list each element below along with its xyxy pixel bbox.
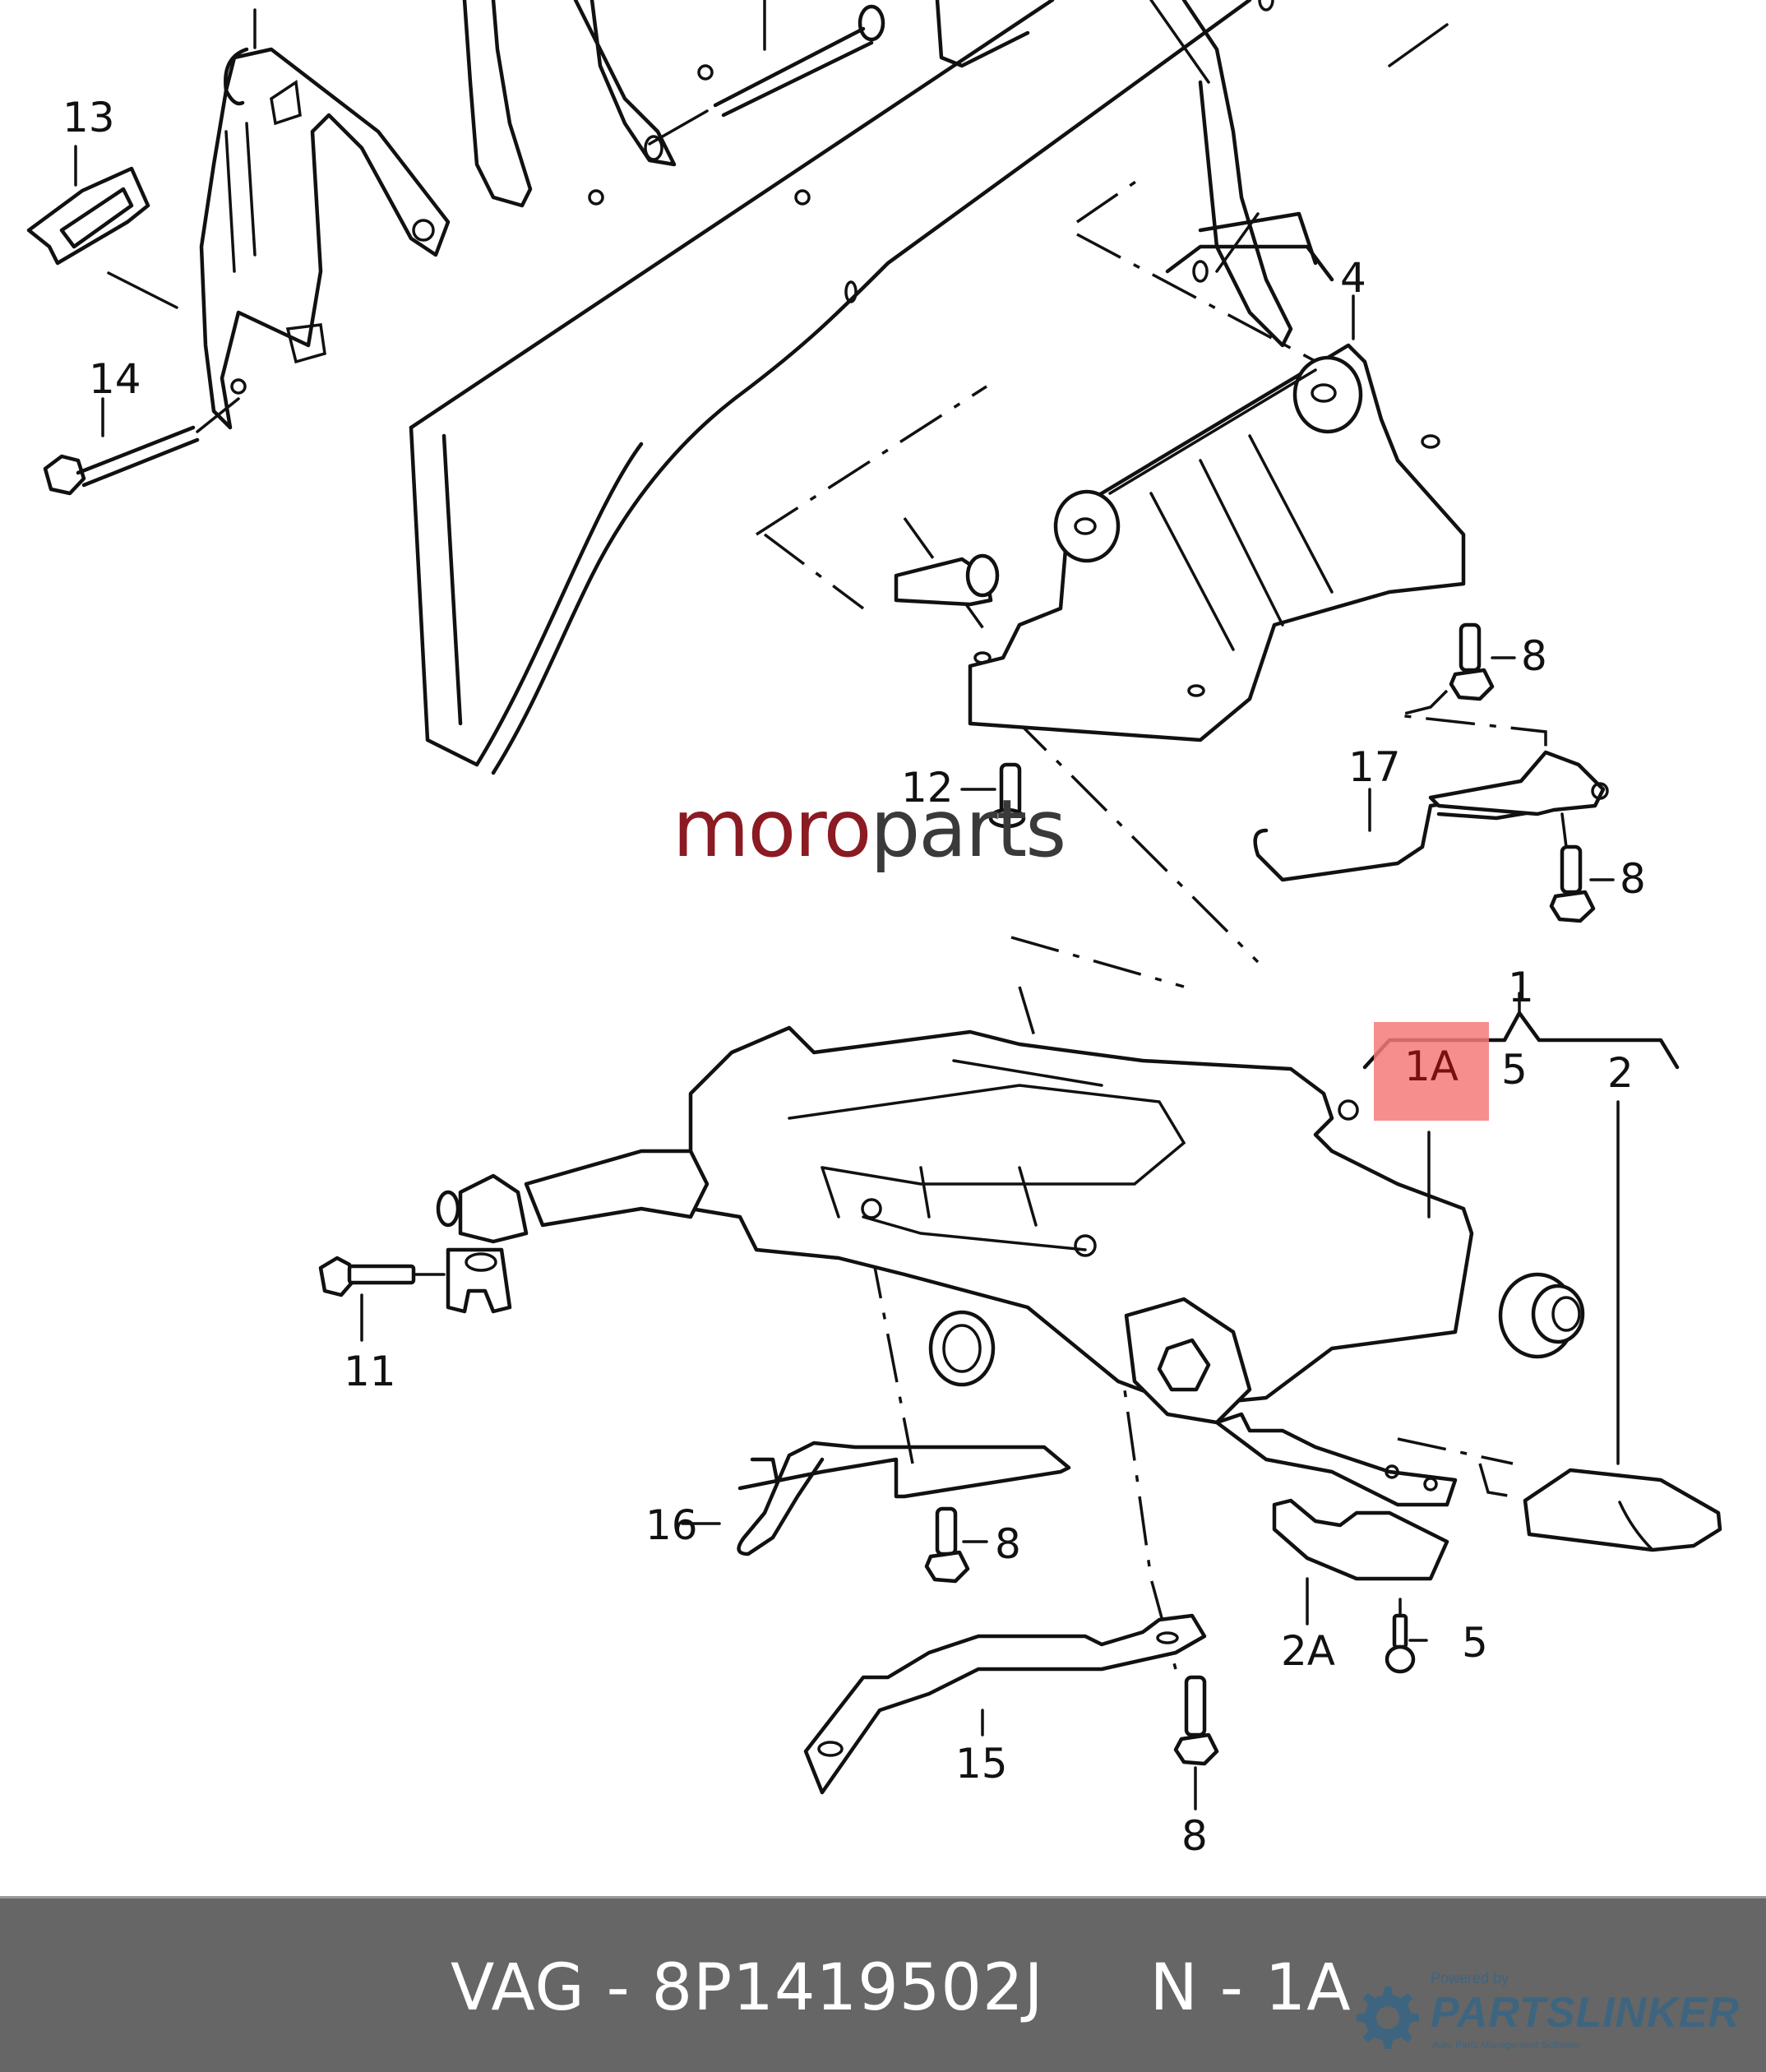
- powered-by-text: Powered by: [1431, 1970, 1509, 1986]
- part-number-caption: VAG - 8P1419502J N - 1A: [451, 1951, 1352, 2025]
- part-13-clip: [26, 145, 178, 309]
- hinge-bracket: [199, 8, 451, 430]
- partslinker-logo-text: PARTSLINKER: [1431, 1989, 1740, 2037]
- diagram-canvas: 13 14 4 8 17 8 12 1 5 2 11 16 8 2A 5 15 …: [26, 0, 1722, 1860]
- watermark-part2: parts: [870, 783, 1066, 875]
- part-8-bolt-bottom: [1173, 1675, 1219, 1811]
- part-8-bolt-upper: [1449, 622, 1516, 701]
- parts-diagram: 13 14 4 8 17 8 12 1 5 2 11 16 8 2A 5 15 …: [26, 0, 1722, 1860]
- callout-17: 17: [1348, 743, 1401, 791]
- part-14-bolt: [43, 397, 240, 496]
- part-8-bolt-mid: [1549, 812, 1615, 923]
- part-16-bracket: [681, 1441, 1071, 1556]
- upper-brackets: [462, 0, 1293, 348]
- callout-8: 8: [995, 1520, 1021, 1568]
- callout-8: 8: [1181, 1812, 1208, 1860]
- part-1-steering-column: [688, 992, 1680, 1425]
- callout-12: 12: [901, 764, 954, 812]
- footer-bar: [0, 1896, 1766, 2072]
- partslinker-gear-icon: [1357, 1986, 1419, 2049]
- partslinker-branding: Powered by PARTSLINKER Auto Parts Manage…: [1345, 1970, 1756, 2060]
- callout-11: 11: [344, 1348, 396, 1395]
- moroparts-watermark: moroparts: [673, 789, 1066, 868]
- callout-4: 4: [1340, 254, 1366, 302]
- part-2A-bracket: [1214, 1412, 1458, 1626]
- part-8-bolt-lower-left: [924, 1506, 988, 1584]
- steering-shaft: [436, 1149, 710, 1314]
- part-4-bracket: [894, 294, 1466, 742]
- callout-1: 1: [1508, 964, 1534, 1011]
- callout-15: 15: [955, 1740, 1008, 1788]
- part-15-strap: [803, 1613, 1207, 1795]
- part-2-cover: [1523, 1100, 1722, 1552]
- part-5-screw: [1385, 1598, 1428, 1674]
- part-12-bolt: [960, 762, 1026, 829]
- part-11-bolt: [318, 1256, 446, 1342]
- callout-14: 14: [89, 355, 141, 403]
- callout-8: 8: [1521, 632, 1547, 680]
- callout-1A[interactable]: 1A: [1403, 1043, 1459, 1090]
- callout-5: 5: [1462, 1619, 1488, 1667]
- part-17-bracket: [1253, 750, 1609, 882]
- callout-8: 8: [1620, 855, 1646, 903]
- callout-2: 2: [1607, 1049, 1634, 1097]
- callout-2A: 2A: [1281, 1627, 1335, 1675]
- callout-16: 16: [645, 1501, 698, 1549]
- watermark-part1: moro: [673, 783, 871, 875]
- highlighted-callout-box[interactable]: [1374, 1022, 1489, 1121]
- callout-13: 13: [62, 94, 115, 141]
- partslinker-tagline: Auto Parts Management Software: [1432, 2039, 1581, 2051]
- callout-5: 5: [1501, 1046, 1528, 1094]
